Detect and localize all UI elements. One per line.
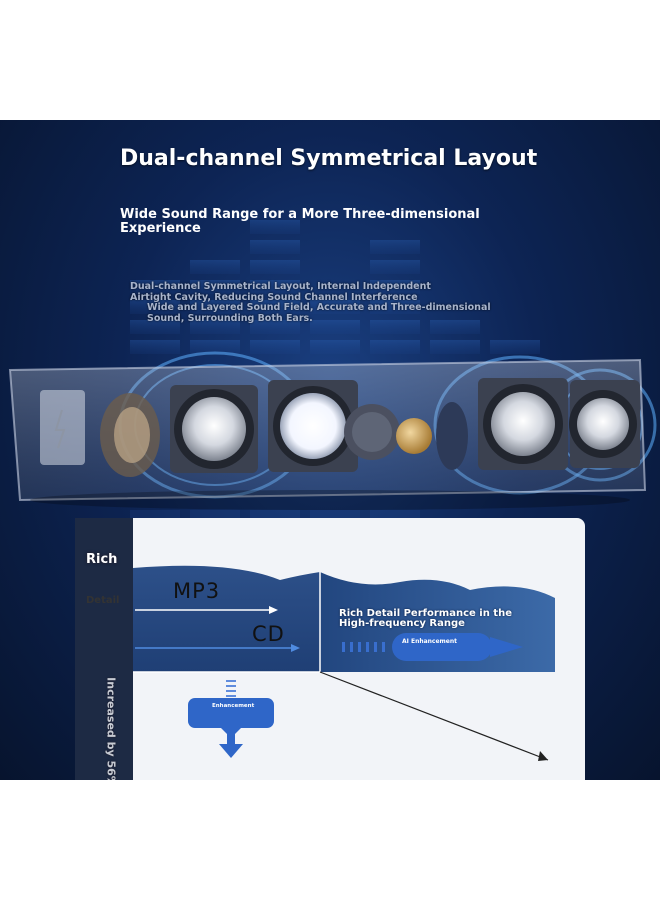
detail-label: Detail (86, 595, 120, 606)
arrow-right-icon (269, 606, 278, 614)
increase-label: Increased by 56% (104, 677, 118, 780)
sound-comparison-diagram (75, 518, 555, 780)
product-poster: Dual-channel Symmetrical Layout Wide Sou… (0, 120, 660, 780)
arrow-right-icon (291, 644, 300, 652)
speaker-driver-icon (268, 380, 358, 472)
headline-subtitle: Wide Sound Range for a More Three-dimens… (120, 207, 480, 236)
speaker-driver-icon (170, 385, 258, 473)
speaker-driver-icon (569, 380, 640, 468)
ai-enhancement-label: AI Enhancement (402, 638, 458, 645)
cd-label: CD (252, 622, 285, 646)
arrow-right-icon (490, 637, 523, 657)
speaker-driver-icon (478, 378, 568, 470)
high-frequency-label: Rich Detail Performance in the High-freq… (339, 608, 512, 629)
description-line-1: Dual-channel Symmetrical Layout, Interna… (130, 280, 431, 303)
soundbar-illustration (8, 351, 657, 510)
enhancement-label: Enhancement (212, 703, 255, 709)
description-line-2: Wide and Layered Sound Field, Accurate a… (147, 301, 491, 324)
headline-title: Dual-channel Symmetrical Layout (120, 146, 538, 171)
arrow-right-icon (538, 751, 548, 761)
equalizer-background (130, 220, 540, 522)
arrow-down-icon (219, 744, 243, 758)
rich-label: Rich (86, 552, 118, 567)
mp3-label: MP3 (173, 579, 221, 603)
